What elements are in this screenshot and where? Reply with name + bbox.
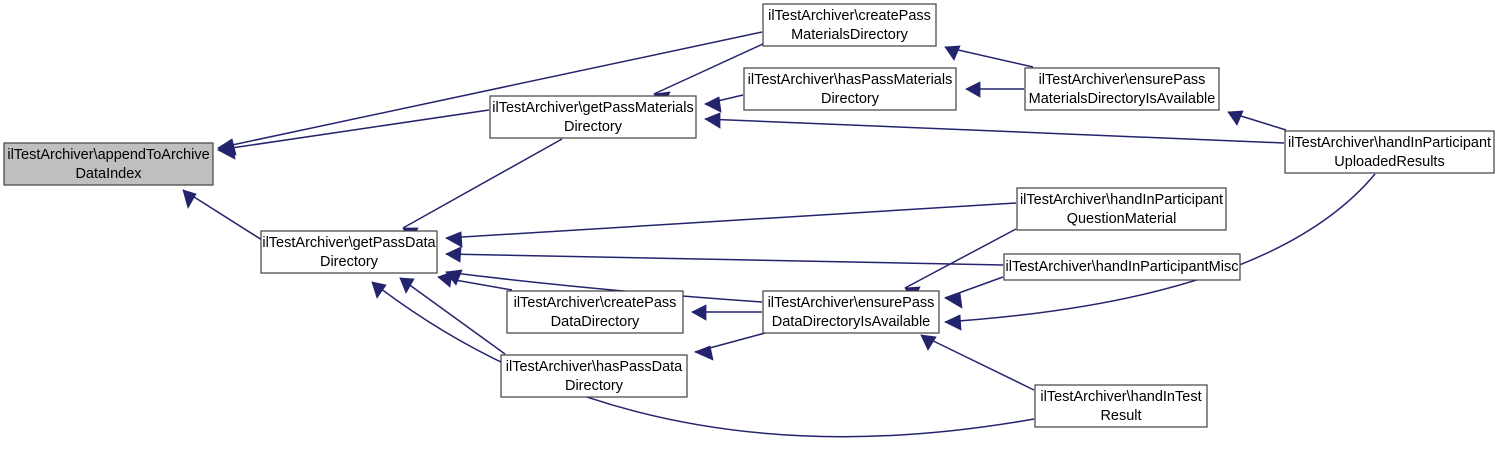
node-label-ensurePassMaterialsDirectoryIsAvailable-line1: ilTestArchiver\ensurePass	[1039, 72, 1206, 88]
node-label-createPassDataDirectory-line2: DataDirectory	[551, 314, 640, 330]
node-box-getPassMaterialsDirectory[interactable]	[489, 95, 697, 139]
node-label-getPassMaterialsDirectory-line1: ilTestArchiver\getPassMaterials	[492, 100, 693, 116]
edge-handInParticipantUploadedResults-to-ensurePassDataDirectoryIsAvailable-curve-arrowhead	[944, 314, 962, 331]
edge-handInParticipantMisc-to-ensurePassDataDirectoryIsAvailable-arrowhead	[944, 292, 963, 309]
node-label-ensurePassMaterialsDirectoryIsAvailable-line2: MaterialsDirectoryIsAvailable	[1029, 91, 1216, 107]
node-label-ensurePassDataDirectoryIsAvailable-line1: ilTestArchiver\ensurePass	[768, 295, 935, 311]
node-box-createPassMaterialsDirectory[interactable]	[762, 3, 937, 47]
edge-createPassMaterialsDirectory-to-appendToArchiveDataIndex	[217, 31, 763, 149]
node-label-appendToArchiveDataIndex-line2: DataIndex	[75, 166, 142, 182]
node-label-handInTestResult-line2: Result	[1100, 408, 1141, 424]
edge-hasPassDataDirectory-to-getPassDataDirectory-arrowhead	[399, 277, 415, 294]
node-label-hasPassDataDirectory-line1: ilTestArchiver\hasPassData	[506, 359, 683, 375]
node-box-ensurePassMaterialsDirectoryIsAvailable[interactable]	[1024, 67, 1220, 111]
node-label-handInParticipantQuestionMaterial-line2: QuestionMaterial	[1067, 211, 1177, 227]
node-label-getPassDataDirectory-line2: Directory	[320, 254, 379, 270]
node-ensurePassDataDirectoryIsAvailable[interactable]: ilTestArchiver\ensurePassDataDirectoryIs…	[762, 290, 940, 334]
node-label-hasPassMaterialsDirectory-line1: ilTestArchiver\hasPassMaterials	[748, 72, 953, 88]
node-label-hasPassDataDirectory-line2: Directory	[565, 378, 624, 394]
node-label-createPassMaterialsDirectory-line1: ilTestArchiver\createPass	[768, 8, 931, 24]
node-label-createPassMaterialsDirectory-line2: MaterialsDirectory	[791, 27, 909, 43]
node-label-handInParticipantQuestionMaterial-line1: ilTestArchiver\handInParticipant	[1020, 192, 1223, 208]
node-label-getPassDataDirectory-line1: ilTestArchiver\getPassData	[262, 235, 436, 251]
edge-handInParticipantQuestionMaterial-to-ensurePassDataDirectoryIsAvailable	[904, 228, 1017, 289]
node-box-ensurePassDataDirectoryIsAvailable[interactable]	[762, 290, 940, 334]
node-label-ensurePassDataDirectoryIsAvailable-line2: DataDirectoryIsAvailable	[772, 314, 931, 330]
edge-handInTestResult-to-getPassDataDirectory-arrowhead	[371, 281, 387, 299]
edge-handInTestResult-to-ensurePassDataDirectoryIsAvailable-arrowhead	[920, 334, 937, 351]
edge-handInParticipantUploadedResults-to-ensurePassMaterialsDirectoryIsAvailable-arrowhead	[1227, 110, 1244, 126]
node-box-hasPassDataDirectory[interactable]	[500, 354, 688, 398]
edge-getPassMaterialsDirectory-to-appendToArchiveDataIndex-arrowhead	[217, 142, 236, 160]
node-label-handInParticipantUploadedResults-line1: ilTestArchiver\handInParticipant	[1288, 135, 1491, 151]
edge-handInParticipantMisc-to-getPassDataDirectory-arrowhead	[445, 246, 462, 263]
node-handInParticipantQuestionMaterial[interactable]: ilTestArchiver\handInParticipantQuestion…	[1016, 187, 1227, 231]
node-label-createPassDataDirectory-line1: ilTestArchiver\createPass	[514, 295, 677, 311]
edge-createPassDataDirectory-to-getPassDataDirectory-arrowhead	[437, 271, 453, 288]
nodes-layer: ilTestArchiver\appendToArchiveDataIndexi…	[3, 3, 1495, 428]
edge-getPassMaterialsDirectory-to-getPassDataDirectory	[402, 138, 563, 229]
edge-handInParticipantQuestionMaterial-to-getPassDataDirectory	[445, 202, 1017, 239]
edge-getPassDataDirectory-to-appendToArchiveDataIndex-arrowhead	[182, 189, 197, 210]
edge-ensurePassMaterialsDirectoryIsAvailable-to-hasPassMaterialsDirectory-arrowhead	[965, 81, 981, 98]
node-label-appendToArchiveDataIndex-line1: ilTestArchiver\appendToArchive	[7, 147, 209, 163]
node-label-hasPassMaterialsDirectory-line2: Directory	[821, 91, 880, 107]
edge-hasPassMaterialsDirectory-to-getPassMaterialsDirectory-arrowhead	[704, 96, 722, 113]
edge-handInParticipantUploadedResults-to-getPassMaterialsDirectory-arrowhead	[704, 112, 721, 129]
edge-createPassMaterialsDirectory-to-getPassMaterialsDirectory	[653, 42, 766, 95]
node-box-handInParticipantUploadedResults[interactable]	[1284, 130, 1495, 174]
node-label-handInParticipantMisc-line1: ilTestArchiver\handInParticipantMisc	[1006, 259, 1239, 275]
edge-ensurePassMaterialsDirectoryIsAvailable-to-createPassMaterialsDirectory	[944, 46, 1034, 68]
node-box-appendToArchiveDataIndex[interactable]	[3, 142, 214, 186]
edge-handInParticipantUploadedResults-to-getPassMaterialsDirectory	[704, 118, 1285, 144]
node-handInParticipantUploadedResults[interactable]: ilTestArchiver\handInParticipantUploaded…	[1284, 130, 1495, 174]
edge-ensurePassMaterialsDirectoryIsAvailable-to-createPassMaterialsDirectory-arrowhead	[944, 45, 961, 61]
edge-hasPassDataDirectory-to-getPassDataDirectory	[399, 277, 506, 355]
node-box-hasPassMaterialsDirectory[interactable]	[743, 67, 957, 111]
node-box-handInParticipantMisc[interactable]	[1003, 253, 1241, 281]
node-label-handInTestResult-line1: ilTestArchiver\handInTest	[1040, 389, 1201, 405]
node-createPassMaterialsDirectory[interactable]: ilTestArchiver\createPassMaterialsDirect…	[762, 3, 937, 47]
edge-ensurePassDataDirectoryIsAvailable-to-hasPassDataDirectory-arrowhead	[693, 345, 714, 361]
edge-handInParticipantMisc-to-getPassDataDirectory	[445, 253, 1004, 266]
node-box-createPassDataDirectory[interactable]	[506, 290, 684, 334]
node-box-handInTestResult[interactable]	[1034, 384, 1208, 428]
edge-ensurePassDataDirectoryIsAvailable-to-getPassDataDirectory	[445, 271, 763, 303]
node-handInParticipantMisc[interactable]: ilTestArchiver\handInParticipantMisc	[1003, 253, 1241, 281]
edge-handInParticipantQuestionMaterial-to-getPassDataDirectory-arrowhead	[445, 231, 463, 248]
edge-handInTestResult-to-ensurePassDataDirectoryIsAvailable	[920, 334, 1035, 391]
node-box-getPassDataDirectory[interactable]	[260, 230, 438, 274]
node-label-handInParticipantUploadedResults-line2: UploadedResults	[1334, 154, 1444, 170]
edge-getPassMaterialsDirectory-to-appendToArchiveDataIndex	[217, 109, 490, 151]
edge-handInTestResult-to-getPassDataDirectory	[371, 281, 1035, 438]
edge-ensurePassDataDirectoryIsAvailable-to-createPassDataDirectory-arrowhead	[691, 304, 707, 321]
edge-getPassDataDirectory-to-appendToArchiveDataIndex	[182, 189, 263, 241]
node-ensurePassMaterialsDirectoryIsAvailable[interactable]: ilTestArchiver\ensurePassMaterialsDirect…	[1024, 67, 1220, 111]
node-box-handInParticipantQuestionMaterial[interactable]	[1016, 187, 1227, 231]
node-label-getPassMaterialsDirectory-line2: Directory	[564, 119, 623, 135]
